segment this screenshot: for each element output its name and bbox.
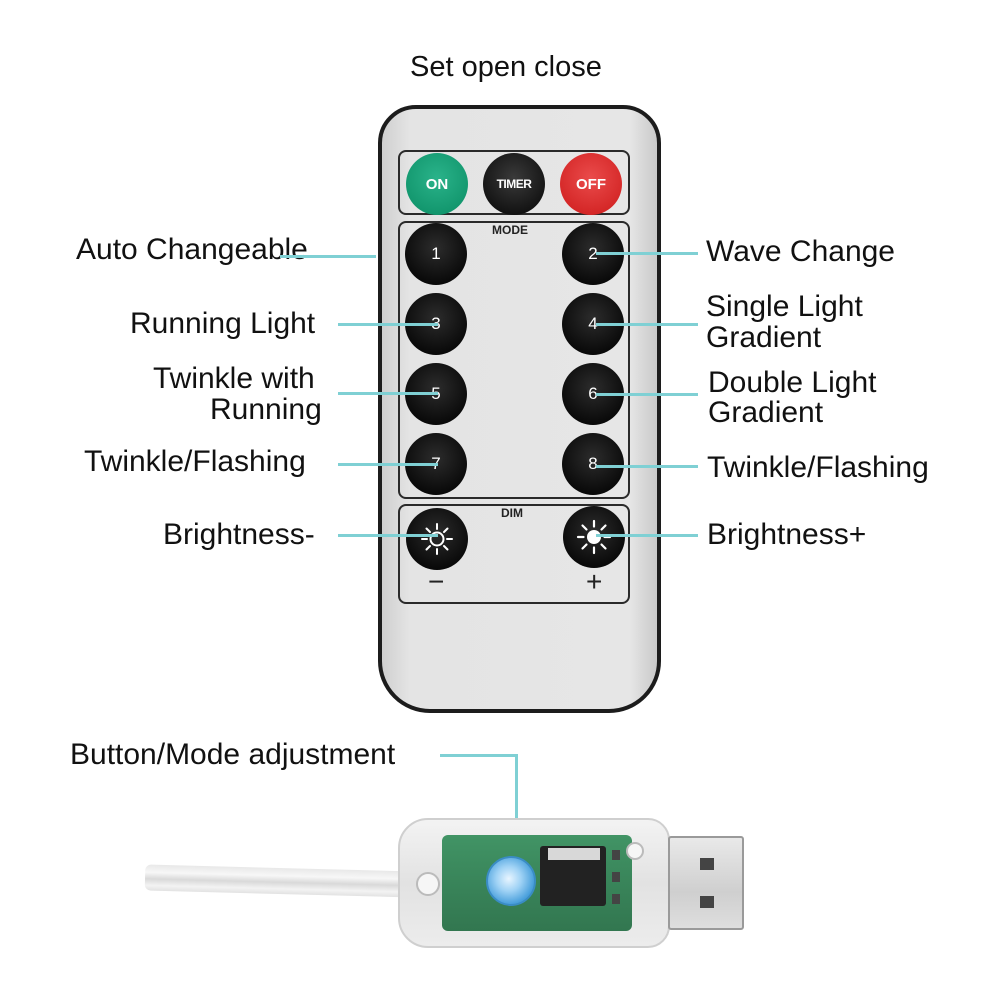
leader-brightness-plus xyxy=(596,534,698,537)
label-twinkle-running-2: Running xyxy=(210,393,322,426)
leader-double-gradient xyxy=(596,393,698,396)
label-wave-change: Wave Change xyxy=(706,235,895,268)
label-twinkle-running-1: Twinkle with xyxy=(153,362,315,395)
label-auto-changeable: Auto Changeable xyxy=(76,233,308,266)
mode-panel xyxy=(398,221,630,499)
usb-slot xyxy=(700,858,714,870)
label-twinkle-flashing-left: Twinkle/Flashing xyxy=(84,445,306,478)
on-button[interactable]: ON xyxy=(406,153,468,215)
mode-caption: MODE xyxy=(487,223,533,237)
leader-wave-change xyxy=(596,252,698,255)
mode-adjust-button[interactable] xyxy=(486,856,536,906)
dim-sun-icon xyxy=(421,523,453,555)
off-button[interactable]: OFF xyxy=(560,153,622,215)
circuit-component xyxy=(612,872,620,882)
dim-caption: DIM xyxy=(496,506,528,520)
label-brightness-plus: Brightness+ xyxy=(707,518,867,551)
leader-twinkle-flashing-right xyxy=(596,465,698,468)
label-single-gradient-2: Gradient xyxy=(706,321,822,354)
leader-single-gradient xyxy=(596,323,698,326)
usb-cable xyxy=(144,864,416,898)
leader-auto-changeable xyxy=(280,255,376,258)
label-double-gradient-2: Gradient xyxy=(708,396,824,429)
circuit-component xyxy=(612,850,620,860)
leader-usb-button-h xyxy=(440,754,518,757)
timer-button[interactable]: TIMER xyxy=(483,153,545,215)
label-brightness-minus: Brightness- xyxy=(163,518,315,551)
circuit-component xyxy=(548,848,600,860)
label-twinkle-flashing-right: Twinkle/Flashing xyxy=(707,451,929,484)
dim-panel xyxy=(398,504,630,604)
brightness-up-button[interactable] xyxy=(563,506,625,568)
usb-plug xyxy=(668,836,744,930)
leader-brightness-minus xyxy=(338,534,438,537)
leader-usb-button-v xyxy=(515,754,518,858)
mode-button-8[interactable]: 8 xyxy=(562,433,624,495)
leader-running-light xyxy=(338,323,438,326)
leader-twinkle-running xyxy=(338,392,438,395)
brightness-down-button[interactable] xyxy=(406,508,468,570)
housing-hole xyxy=(626,842,644,860)
leader-twinkle-flashing-left xyxy=(338,463,438,466)
label-double-gradient-1: Double Light xyxy=(708,366,877,399)
minus-symbol: − xyxy=(428,566,445,597)
bright-sun-icon xyxy=(576,519,612,555)
label-single-gradient-1: Single Light xyxy=(706,290,863,323)
usb-slot xyxy=(700,896,714,908)
label-usb-button: Button/Mode adjustment xyxy=(70,738,396,771)
plus-symbol: + xyxy=(586,566,603,597)
page-title: Set open close xyxy=(410,51,602,83)
mode-button-1[interactable]: 1 xyxy=(405,223,467,285)
housing-hole xyxy=(416,872,440,896)
label-running-light: Running Light xyxy=(130,307,316,340)
circuit-component xyxy=(612,894,620,904)
